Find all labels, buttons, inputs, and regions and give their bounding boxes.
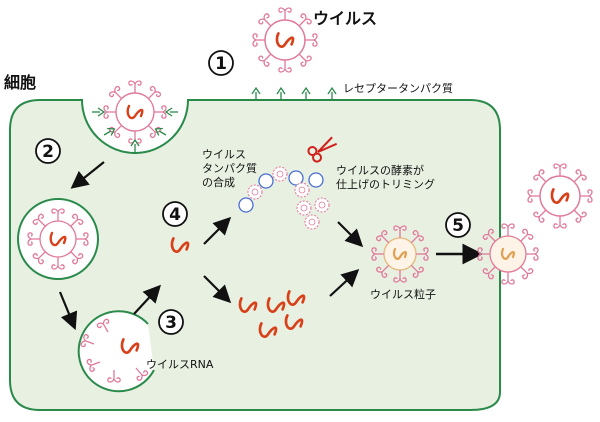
- arrow-4-down: [203, 275, 232, 304]
- virus-particle: [371, 225, 429, 283]
- arrow-3: [133, 284, 161, 315]
- arrow-2: [70, 161, 105, 189]
- arrow-rna-assembly: [329, 269, 360, 297]
- receptor-proteins: [251, 87, 337, 101]
- svg-text:4: 4: [169, 205, 181, 225]
- endosome: [17, 198, 99, 280]
- released-virus: [527, 163, 593, 229]
- step-3-badge: 3: [158, 309, 184, 335]
- enzyme-trimming-label: ウイルスの酵素が 仕上げのトリミング: [336, 163, 435, 191]
- virus-label: ウイルス: [313, 9, 377, 28]
- budding-virus: [477, 223, 539, 285]
- step-5-badge: 5: [445, 212, 471, 238]
- polyprotein-chain: [238, 166, 324, 213]
- uncoating-vesicle: [77, 310, 155, 393]
- svg-text:3: 3: [165, 313, 177, 333]
- protein-synthesis-label: ウイルス タンパク質 の合成: [202, 148, 261, 189]
- step-4-badge: 4: [162, 201, 188, 227]
- receptor-label: レセプタータンパク質: [343, 81, 453, 95]
- cell-label: 細胞: [4, 73, 36, 92]
- step-2-badge: 2: [35, 138, 61, 164]
- incoming-virus: [252, 7, 318, 73]
- arrow-4-up: [203, 216, 232, 245]
- virus-entering: [103, 80, 167, 144]
- svg-text:1: 1: [215, 54, 227, 74]
- arrow-2b: [58, 291, 78, 331]
- svg-text:2: 2: [42, 142, 54, 162]
- virus-particle-label: ウイルス粒子: [370, 287, 436, 301]
- step-1-badge: 1: [208, 50, 234, 76]
- arrow-trim: [337, 221, 364, 248]
- svg-text:5: 5: [452, 216, 464, 236]
- scissors-icon: [307, 136, 338, 163]
- virus-rna-label: ウイルスRNA: [146, 358, 214, 371]
